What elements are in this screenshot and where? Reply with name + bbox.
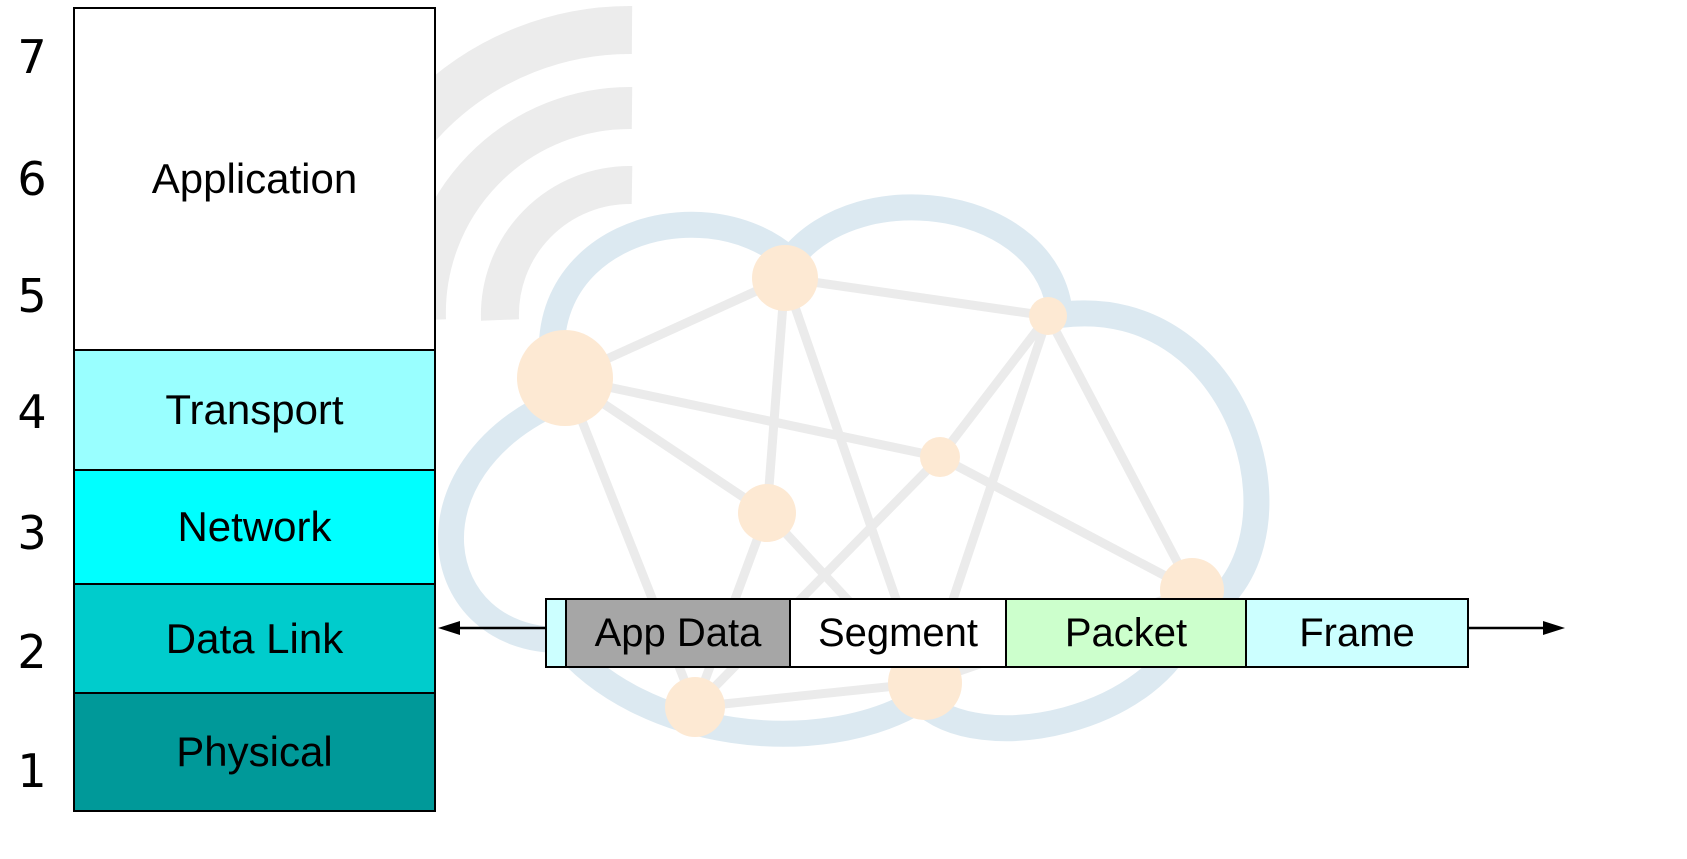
node (1029, 297, 1067, 335)
app-data-segment: App Data (565, 598, 791, 668)
segment-segment: Segment (789, 598, 1007, 668)
layer-network: Network (73, 469, 436, 585)
node (920, 437, 960, 477)
layer-number-3: 3 (17, 506, 47, 560)
layer-number-7: 7 (17, 30, 47, 84)
segment-label: App Data (594, 610, 762, 655)
packet-segment: Packet (1005, 598, 1247, 668)
layer-label: Data Link (165, 614, 344, 662)
layer-label: Transport (165, 386, 344, 433)
layer-label: Application (151, 155, 358, 202)
layer-physical: Physical (73, 692, 436, 812)
node-large (517, 330, 613, 426)
layer-label: Network (177, 503, 332, 550)
frame-segment: Frame (1245, 598, 1469, 668)
layer-number-2: 2 (17, 625, 47, 679)
segment-label: Frame (1299, 610, 1415, 655)
wifi-arc-inner (480, 165, 633, 321)
layer-number-1: 1 (17, 744, 47, 798)
layer-number-6: 6 (17, 152, 47, 206)
segment-label: Segment (817, 610, 979, 655)
node (752, 245, 818, 311)
layer-number-4: 4 (17, 385, 47, 439)
layer-transport: Transport (73, 349, 436, 471)
segment-label: Packet (1064, 610, 1188, 655)
layer-label: Physical (176, 728, 333, 775)
frame-encapsulation: App Data Segment Packet Frame (545, 598, 1469, 668)
layer-number-5: 5 (17, 269, 47, 323)
frame-trailer-segment (545, 598, 567, 668)
layer-data-link: Data Link (73, 583, 436, 694)
layer-application: Application (73, 7, 436, 351)
node (665, 677, 725, 737)
node (738, 484, 796, 542)
